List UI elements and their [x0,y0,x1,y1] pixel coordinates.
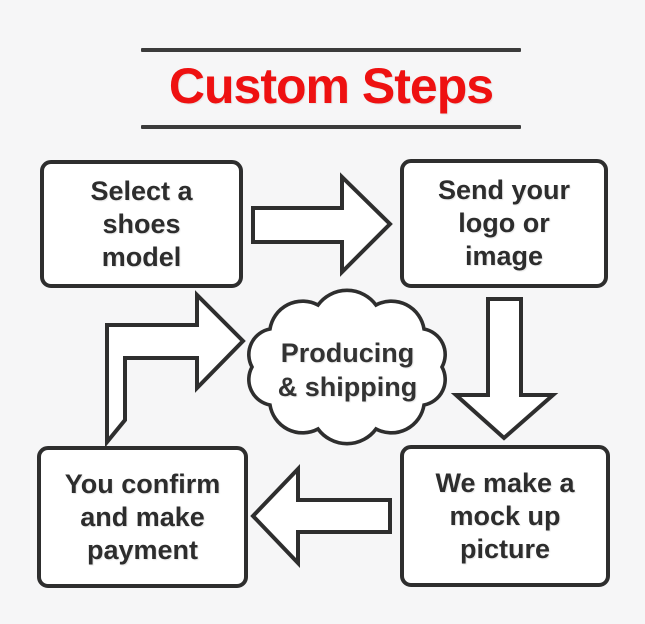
page-title: Custom Steps [168,58,494,114]
step-box-select-shoes-model: Select a shoes model [40,160,243,288]
step-line: mock up [449,500,561,531]
step-line: model [101,241,182,272]
right-arrow-icon [251,172,393,277]
bent-up-right-arrow-icon [105,290,246,448]
step-box-confirm-and-pay: You confirm and make payment [37,446,248,588]
step-box-send-logo-or-image: Send your logo or image [400,159,608,288]
step-box-we-make-mockup: We make a mock up picture [400,445,610,587]
cloud-line: & shipping [277,372,418,402]
cloud-line: Producing [280,338,415,368]
step-line: picture [459,533,551,564]
step-line: Select a [90,175,193,206]
step-line: You confirm [64,468,221,499]
step-line: We make a [435,467,575,498]
step-line: image [464,241,544,271]
step-line: shoes [102,208,181,239]
cloud-icon [247,288,447,446]
down-arrow-icon [450,297,559,441]
left-arrow-icon [250,464,392,568]
step-line: logo or [458,208,550,238]
producing-shipping-label: Producing & shipping [250,336,445,404]
step-line: payment [86,534,199,565]
title-rule-top [141,48,521,52]
step-line: Send your [437,175,571,205]
title-rule-bottom [141,125,521,129]
step-line: and make [80,501,205,532]
